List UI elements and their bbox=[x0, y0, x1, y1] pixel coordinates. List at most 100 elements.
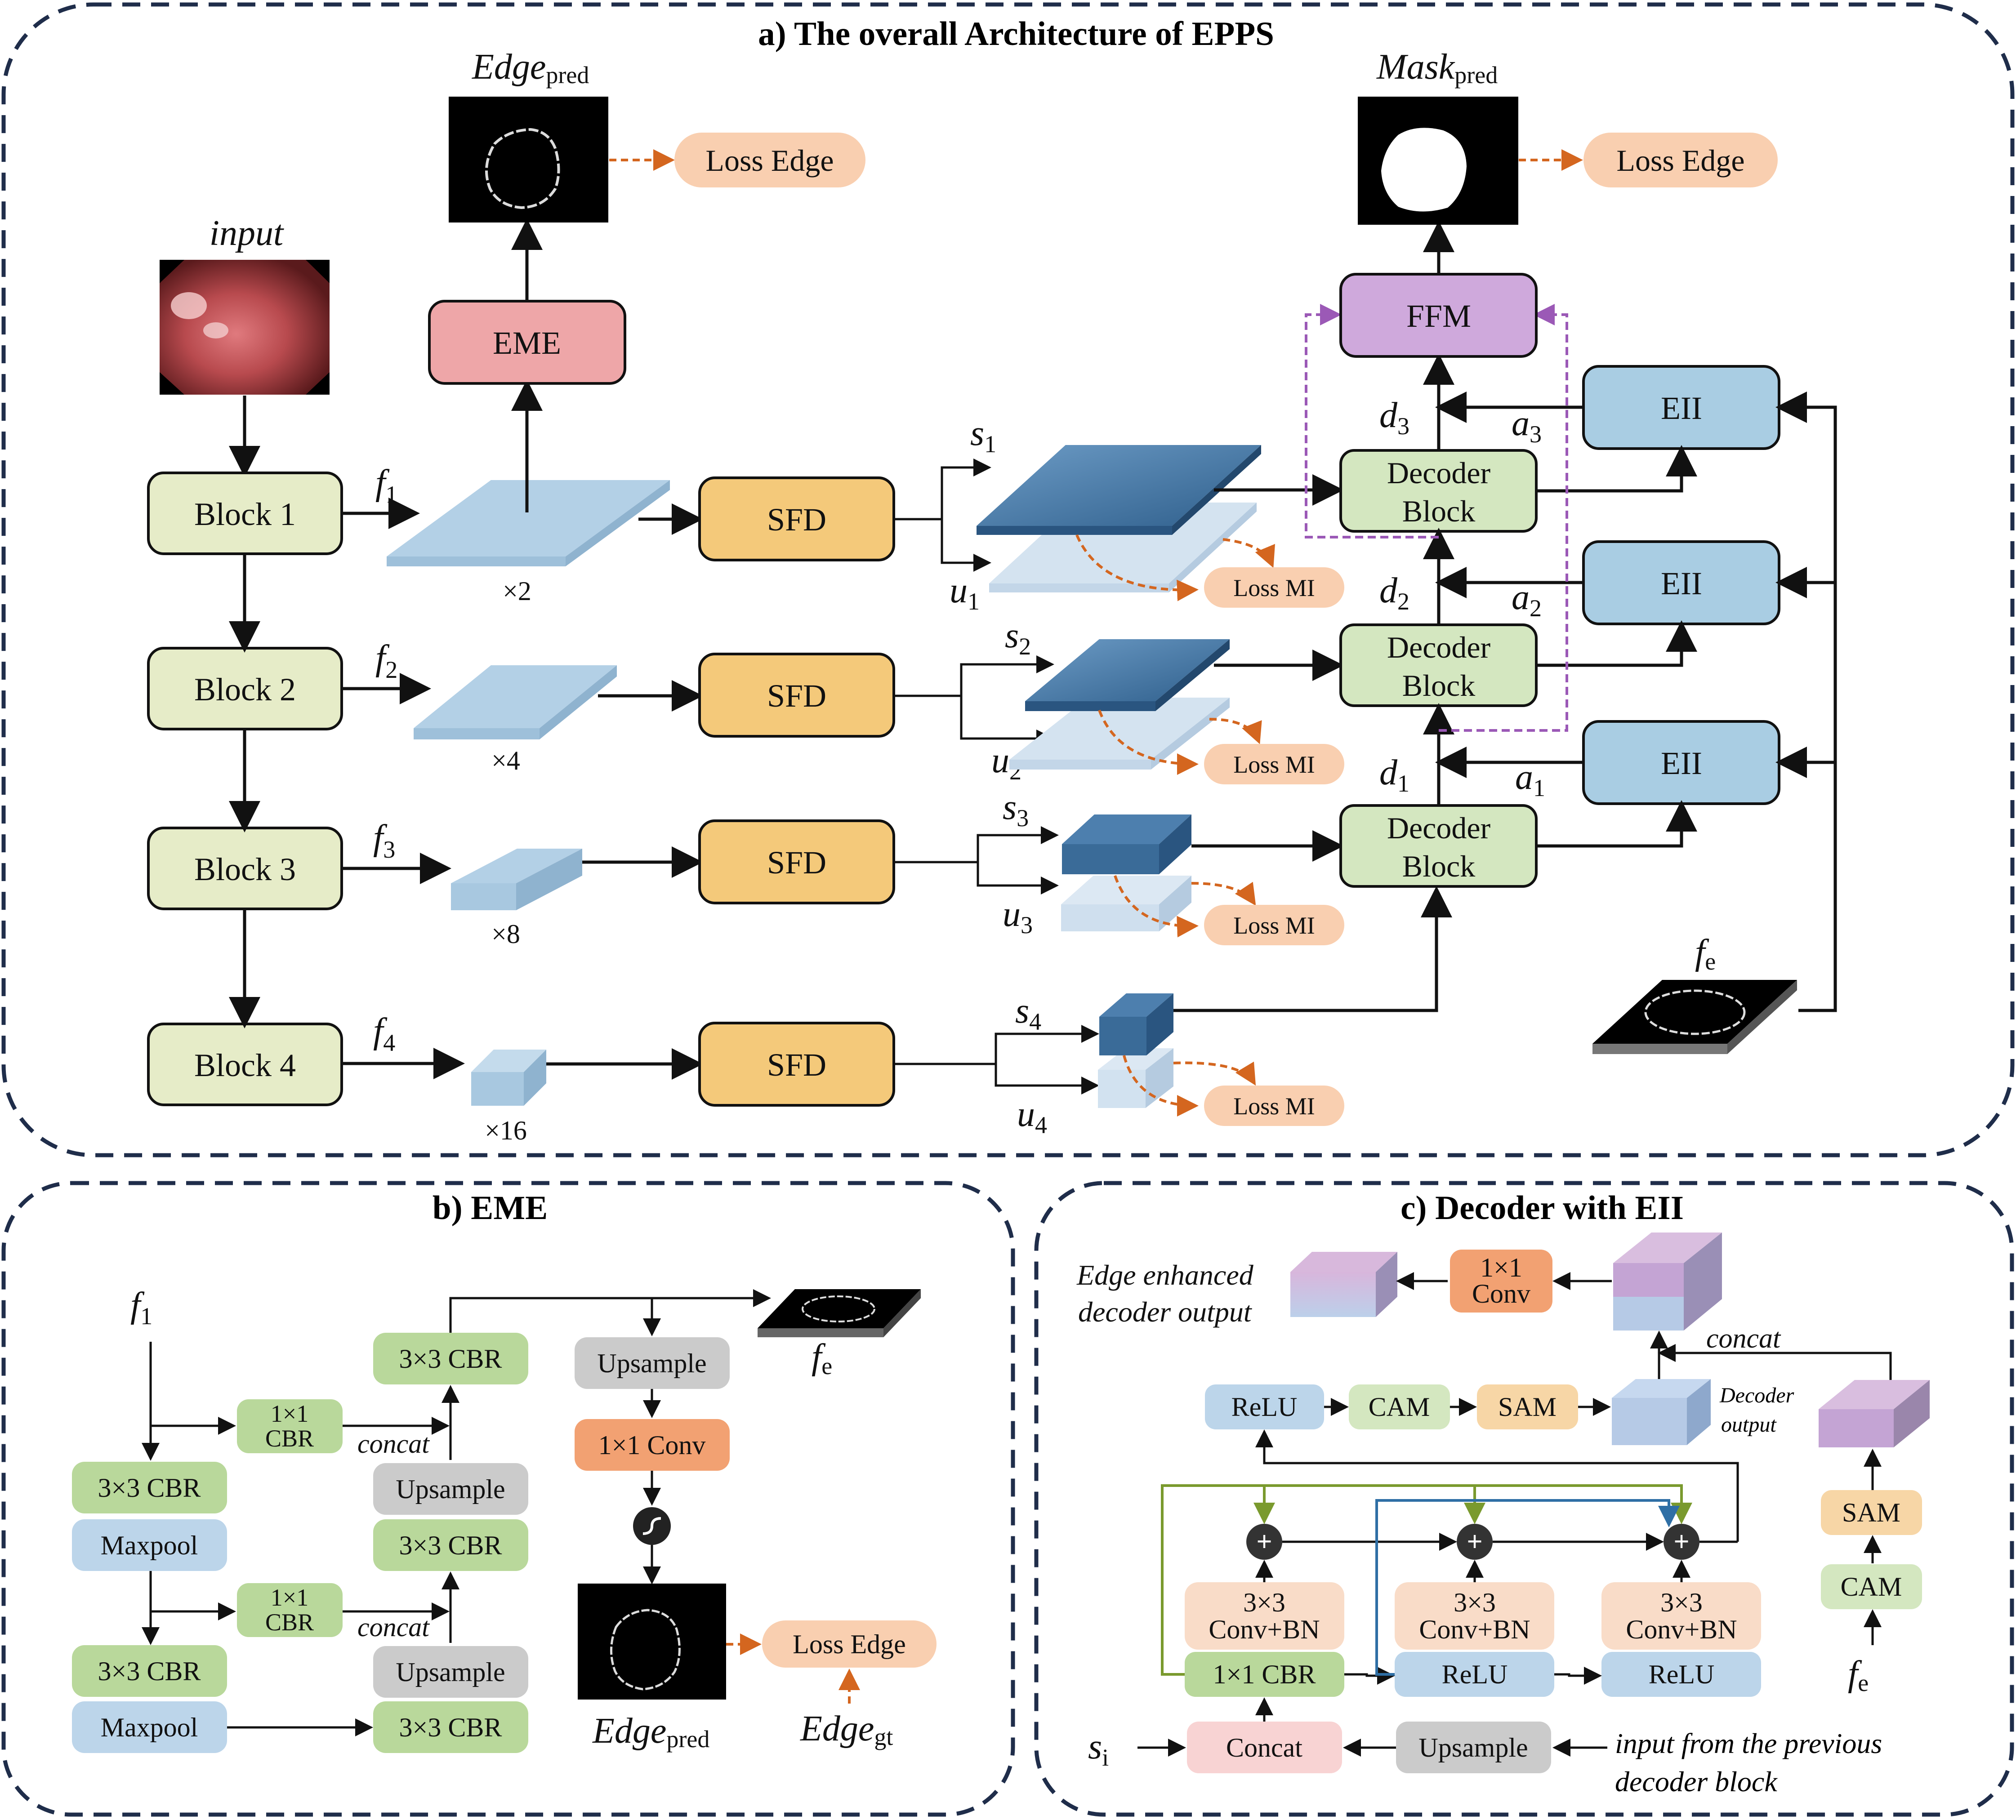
f4-label: f4 bbox=[373, 1011, 395, 1056]
loss-mi-1: Loss MI bbox=[1204, 567, 1344, 608]
loss-edge-b: Loss Edge bbox=[762, 1620, 937, 1668]
fe-label-c: fe bbox=[1848, 1654, 1869, 1696]
cam-c-top-label: CAM bbox=[1369, 1392, 1430, 1422]
fe-label-a: fe bbox=[1695, 933, 1716, 975]
cbr1-b1-l1: 1×1 bbox=[271, 1400, 308, 1427]
concat-cube-c bbox=[1613, 1233, 1722, 1331]
eme-box: EME bbox=[428, 300, 626, 385]
scale-x4: ×4 bbox=[491, 746, 520, 775]
d3-label: d3 bbox=[1379, 396, 1409, 440]
purple-dash-right bbox=[1439, 304, 1568, 732]
decoder-output-l2: output bbox=[1721, 1413, 1777, 1437]
a2-label: a2 bbox=[1512, 578, 1542, 622]
edge-gt-label: Edgegt bbox=[800, 1709, 893, 1750]
arrow-dec3-eii3 bbox=[1536, 445, 1697, 493]
relu-c-3-label: ReLU bbox=[1649, 1660, 1715, 1689]
edge-enhanced-l2: decoder output bbox=[1078, 1296, 1253, 1328]
loss-edge-a2-label: Loss Edge bbox=[1616, 143, 1744, 178]
edge-pred-label-b: Edgepred bbox=[592, 1711, 709, 1753]
ffm-label: FFM bbox=[1406, 298, 1471, 334]
mi-arrow-3a bbox=[1114, 875, 1199, 938]
edge-pred-image-b bbox=[578, 1584, 726, 1700]
loss-mi-3: Loss MI bbox=[1204, 905, 1344, 945]
upsample-c: Upsample bbox=[1396, 1722, 1551, 1773]
mi-arrow-2b bbox=[1209, 718, 1262, 744]
sfd-1-label: SFD bbox=[767, 502, 826, 538]
relu-c-3: ReLU bbox=[1601, 1652, 1761, 1697]
cbr1-c: 1×1 CBR bbox=[1185, 1652, 1344, 1697]
d2-label: d2 bbox=[1379, 571, 1409, 615]
conv1-b-label: 1×1 Conv bbox=[598, 1430, 706, 1460]
edge-pred-image-a bbox=[449, 97, 608, 222]
block-3: Block 3 bbox=[147, 827, 343, 910]
cam-c-right-label: CAM bbox=[1841, 1572, 1902, 1602]
conv-bn-2: 3×3 Conv+BN bbox=[1395, 1582, 1554, 1650]
edge-enhanced-output-cube bbox=[1290, 1252, 1397, 1317]
plus-1: + bbox=[1246, 1524, 1282, 1560]
mi-arrow-4a bbox=[1123, 1055, 1199, 1117]
prev-input-l1: input from the previous bbox=[1615, 1727, 1882, 1759]
conv1-c: 1×1 Conv bbox=[1450, 1250, 1552, 1313]
eii-3-label: EII bbox=[1661, 390, 1702, 426]
cbr1-c-label: 1×1 CBR bbox=[1213, 1660, 1316, 1689]
conv-bn-1-l1: 3×3 bbox=[1243, 1588, 1285, 1617]
conv-bn-1: 3×3 Conv+BN bbox=[1185, 1582, 1344, 1650]
prev-input-l2: decoder block bbox=[1615, 1766, 1778, 1798]
a3-label: a3 bbox=[1512, 404, 1542, 448]
upsample-b2-label: Upsample bbox=[396, 1657, 505, 1687]
cam-c-right: CAM bbox=[1821, 1564, 1922, 1609]
loss-mi-3-label: Loss MI bbox=[1233, 912, 1315, 939]
mi-arrow-1b bbox=[1222, 538, 1275, 568]
block-4-label: Block 4 bbox=[194, 1047, 296, 1083]
relu-c-2-label: ReLU bbox=[1442, 1660, 1508, 1689]
panel-b-border bbox=[1, 1181, 1015, 1817]
cbr3-l2-label: 3×3 CBR bbox=[98, 1656, 201, 1686]
conv-bn-3-l1: 3×3 bbox=[1660, 1588, 1703, 1617]
loss-edge-a1-label: Loss Edge bbox=[705, 143, 834, 178]
blue-skip-line bbox=[1375, 1499, 1680, 1676]
s2-slab bbox=[1025, 639, 1230, 711]
cbr3-m2: 3×3 CBR bbox=[373, 1519, 528, 1571]
maxpool-2-label: Maxpool bbox=[101, 1713, 198, 1742]
arrow-sum-relu bbox=[1255, 1429, 1739, 1542]
relu-c-top-label: ReLU bbox=[1231, 1392, 1298, 1422]
cbr3-m1: 3×3 CBR bbox=[373, 1333, 528, 1384]
sigmoid-icon bbox=[633, 1507, 671, 1545]
scale-x16: ×16 bbox=[485, 1116, 527, 1145]
fe-label-b: fe bbox=[812, 1337, 832, 1379]
loss-edge-a1: Loss Edge bbox=[674, 133, 865, 187]
upsample-b3-label: Upsample bbox=[597, 1348, 706, 1378]
u2-slab bbox=[1009, 698, 1230, 770]
concat-b1: concat bbox=[357, 1429, 430, 1459]
s4-slab bbox=[1099, 993, 1173, 1055]
conv1-b: 1×1 Conv bbox=[575, 1419, 730, 1471]
panel-c-border bbox=[1034, 1181, 2014, 1817]
decoder-block-1-l2: Block bbox=[1402, 849, 1475, 883]
decoder-block-2-l1: Decoder bbox=[1387, 630, 1491, 664]
loss-mi-2: Loss MI bbox=[1204, 744, 1344, 784]
scale-x8: ×8 bbox=[491, 919, 520, 949]
ffm-box: FFM bbox=[1339, 273, 1538, 358]
mask-pred-image bbox=[1358, 97, 1518, 225]
cbr3-l1: 3×3 CBR bbox=[72, 1462, 227, 1513]
f1-label-b: f1 bbox=[130, 1286, 152, 1330]
conv-bn-3-l2: Conv+BN bbox=[1626, 1615, 1737, 1644]
upsample-b3: Upsample bbox=[575, 1337, 730, 1389]
block-3-label: Block 3 bbox=[194, 851, 296, 887]
d1-label: d1 bbox=[1379, 753, 1409, 797]
fe-slab-b bbox=[758, 1289, 921, 1337]
sfd4-split bbox=[894, 1025, 1099, 1095]
cbr1-b1-l2: CBR bbox=[265, 1425, 314, 1452]
maxpool-1-label: Maxpool bbox=[101, 1531, 198, 1560]
plus-3: + bbox=[1664, 1524, 1699, 1560]
eii-3: EII bbox=[1582, 365, 1780, 450]
svg-text:+: + bbox=[1256, 1526, 1272, 1557]
block-1-label: Block 1 bbox=[194, 496, 296, 532]
cbr3-m1-label: 3×3 CBR bbox=[399, 1344, 502, 1374]
conv-bn-2-l1: 3×3 bbox=[1454, 1588, 1496, 1617]
conv-bn-1-l2: Conv+BN bbox=[1209, 1615, 1320, 1644]
arrow-dec1-eii1 bbox=[1536, 800, 1697, 848]
fe-slab-a bbox=[1592, 980, 1797, 1054]
cbr3-l1-label: 3×3 CBR bbox=[98, 1473, 201, 1503]
